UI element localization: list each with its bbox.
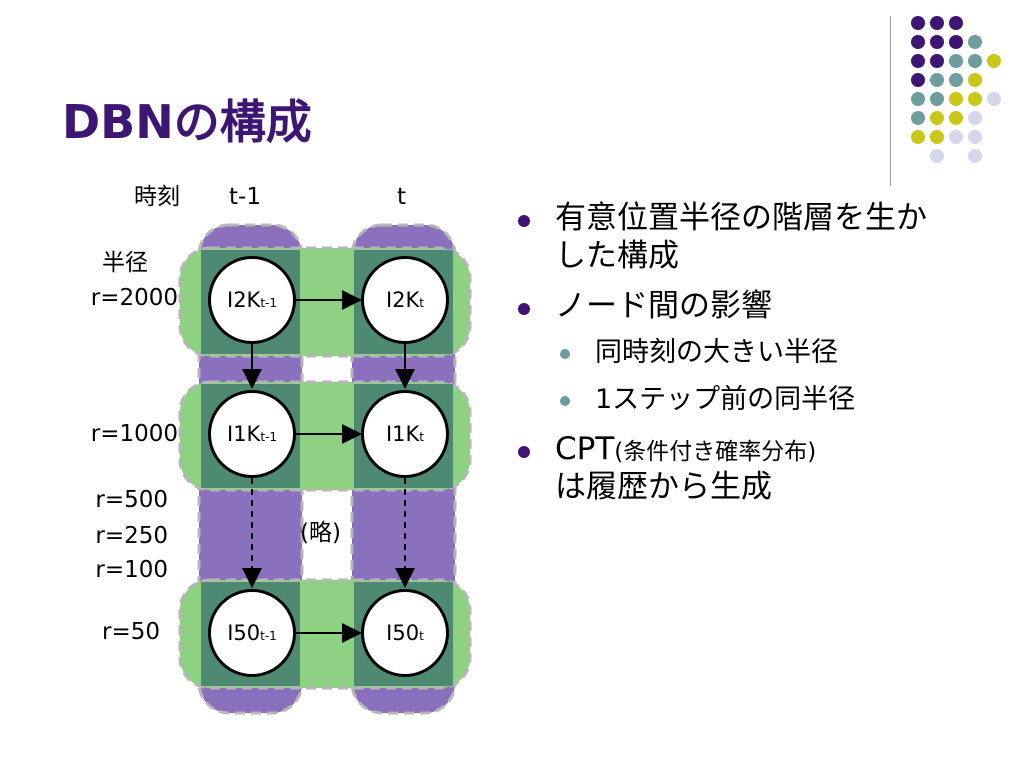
node-subscript: t-1 (260, 430, 277, 444)
decorative-dot (949, 73, 963, 87)
decorative-dot (911, 130, 925, 144)
decorative-dot (930, 35, 944, 49)
node-subscript: t (419, 430, 425, 444)
decorative-dot (949, 92, 963, 106)
bullet-text: CPT (555, 431, 615, 468)
decorative-dot-grid (911, 16, 1001, 163)
decorative-dot (949, 16, 963, 30)
decorative-dot (930, 54, 944, 68)
node-subscript: t-1 (260, 629, 277, 643)
bullet-item: 有意位置半径の階層を生かした構成 (515, 200, 955, 276)
decorative-dot (930, 16, 944, 30)
row-label-r2000: r=2000 (90, 285, 178, 311)
bullet-text: は履歴から生成 (555, 469, 772, 506)
decorative-dot (911, 35, 925, 49)
decorative-dot (968, 54, 982, 68)
node-subscript: t (419, 296, 425, 310)
node-label: I2K (227, 288, 261, 312)
decorative-dot (968, 111, 982, 125)
bullet-list: 有意位置半径の階層を生かした構成 ノード間の影響 同時刻の大きい半径 1ステップ… (515, 200, 955, 519)
decorative-dot (949, 35, 963, 49)
decorative-dot (911, 111, 925, 125)
decorative-dot (930, 149, 944, 163)
decorative-dot (949, 54, 963, 68)
slide-title: DBNの構成 (62, 95, 312, 149)
row-label-r250: r=250 (95, 523, 168, 549)
decorative-dot (911, 92, 925, 106)
decorative-dot (949, 130, 963, 144)
node-label: I1K (227, 422, 261, 446)
divider-line (890, 16, 891, 186)
sub-bullet-item: 同時刻の大きい半径 (515, 337, 955, 370)
bullet-paren-text: (条件付き確率分布) (614, 439, 817, 466)
decorative-dot (930, 73, 944, 87)
decorative-dot (987, 92, 1001, 106)
decorative-dot (911, 73, 925, 87)
row-label-r1000: r=1000 (90, 421, 178, 447)
decorative-dot (968, 92, 982, 106)
row-label-r50: r=50 (102, 619, 160, 645)
time-header-label: 時刻 (134, 184, 180, 210)
decorative-dot (930, 130, 944, 144)
sub-bullet-item: 1ステップ前の同半径 (515, 384, 955, 417)
time-header-t-1: t-1 (229, 184, 261, 210)
node-label: I1K (385, 422, 420, 446)
decorative-dot (987, 54, 1001, 68)
bullet-item: ノード間の影響 (515, 288, 955, 326)
bullet-item: CPT(条件付き確率分布) は履歴から生成 (515, 431, 955, 507)
node-subscript: t (419, 629, 424, 643)
node-label: I50 (386, 621, 420, 645)
decorative-dot (968, 149, 982, 163)
decorative-dot (911, 54, 925, 68)
time-header-t: t (397, 184, 407, 210)
decorative-dot (949, 111, 963, 125)
decorative-dot (911, 16, 925, 30)
node-subscript: t-1 (260, 296, 277, 310)
node-label: I2K (385, 288, 420, 312)
row-label-r500: r=500 (95, 487, 168, 513)
decorative-dot (930, 111, 944, 125)
row-label-r100: r=100 (95, 557, 168, 583)
omitted-note: (略) (300, 520, 341, 546)
row-label-radius-heading: 半径 (102, 250, 148, 276)
decorative-dot (968, 130, 982, 144)
node-label: I50 (227, 621, 261, 645)
decorative-dot (930, 92, 944, 106)
decorative-dot (968, 73, 982, 87)
decorative-dot (968, 35, 982, 49)
